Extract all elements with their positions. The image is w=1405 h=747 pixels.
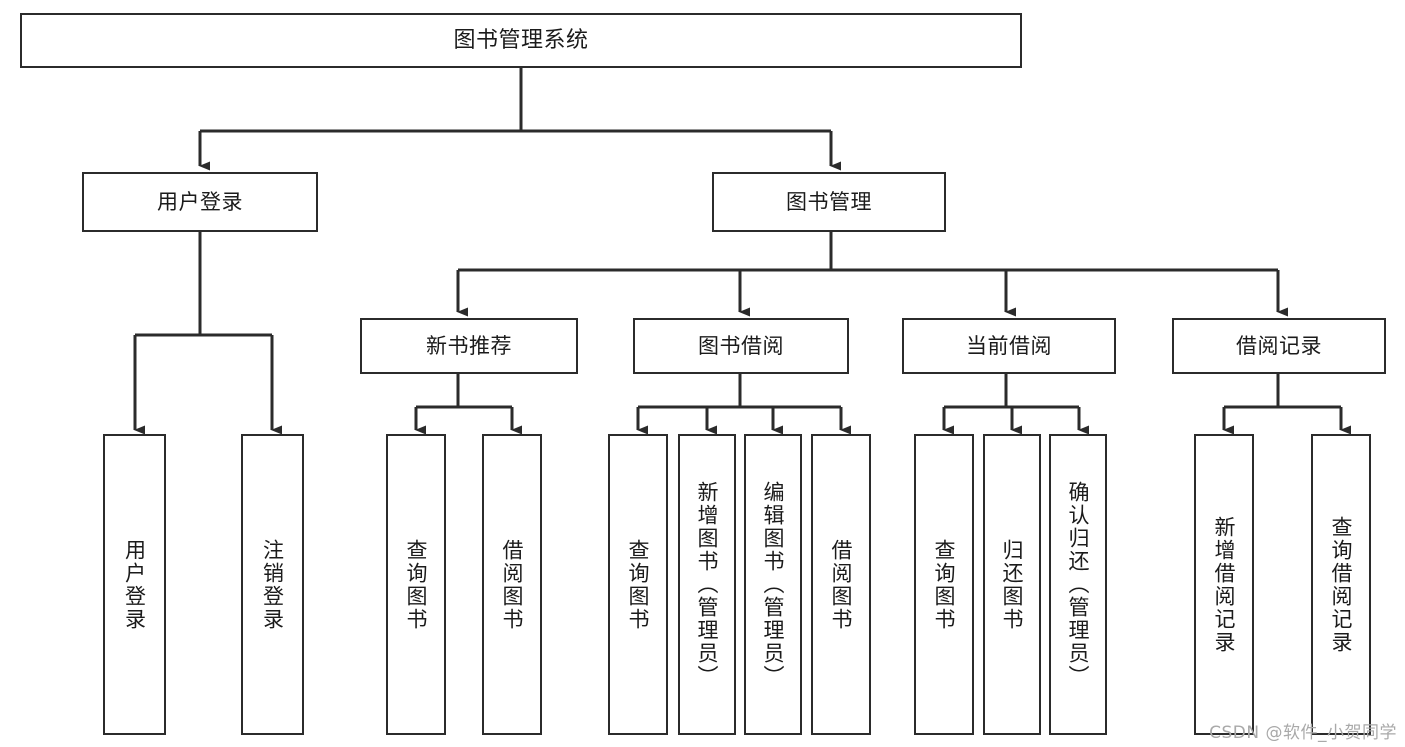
node-label: 借阅图书: [500, 538, 525, 631]
node-label: 归还图书: [1000, 538, 1025, 631]
leaf-query-book-recommend[interactable]: 查询图书: [386, 434, 446, 735]
csdn-watermark: CSDN @软件_小贺同学: [1209, 723, 1397, 743]
leaf-add-borrow-record[interactable]: 新增借阅记录: [1194, 434, 1254, 735]
node-label: 用户登录: [157, 189, 243, 214]
node-current-borrow[interactable]: 当前借阅: [902, 318, 1116, 374]
node-label: 查询借阅记录: [1329, 515, 1354, 654]
node-label: 借阅图书: [829, 538, 854, 631]
node-label: 图书管理: [786, 189, 872, 214]
node-label: 新增借阅记录: [1212, 515, 1237, 654]
node-label: 查询图书: [626, 538, 651, 631]
node-label: 当前借阅: [966, 333, 1052, 358]
leaf-return-book[interactable]: 归还图书: [983, 434, 1041, 735]
leaf-borrow-book[interactable]: 借阅图书: [811, 434, 871, 735]
leaf-query-borrow-record[interactable]: 查询借阅记录: [1311, 434, 1371, 735]
leaf-query-book-current[interactable]: 查询图书: [914, 434, 974, 735]
node-new-book-recommend[interactable]: 新书推荐: [360, 318, 578, 374]
node-borrow-record[interactable]: 借阅记录: [1172, 318, 1386, 374]
leaf-user-login[interactable]: 用户登录: [103, 434, 166, 735]
node-label: 借阅记录: [1236, 333, 1322, 358]
node-label: 用户登录: [122, 538, 147, 631]
node-label: 图书借阅: [698, 333, 784, 358]
leaf-logout-login[interactable]: 注销登录: [241, 434, 304, 735]
node-label: 图书管理系统: [453, 27, 589, 53]
node-label: 新书推荐: [426, 333, 512, 358]
node-user-login[interactable]: 用户登录: [82, 172, 318, 232]
node-label: 查询图书: [932, 538, 957, 631]
leaf-edit-book-admin[interactable]: 编辑图书（管理员）: [744, 434, 802, 735]
node-label: 注销登录: [260, 538, 285, 631]
node-label: 新增图书（管理员）: [695, 481, 720, 688]
leaf-confirm-return-admin[interactable]: 确认归还（管理员）: [1049, 434, 1107, 735]
node-book-management[interactable]: 图书管理: [712, 172, 946, 232]
node-label: 查询图书: [404, 538, 429, 631]
leaf-borrow-book-recommend[interactable]: 借阅图书: [482, 434, 542, 735]
leaf-add-book-admin[interactable]: 新增图书（管理员）: [678, 434, 736, 735]
leaf-query-book-borrow[interactable]: 查询图书: [608, 434, 668, 735]
node-label: 确认归还（管理员）: [1066, 481, 1091, 688]
node-root-book-management-system[interactable]: 图书管理系统: [20, 13, 1022, 68]
node-label: 编辑图书（管理员）: [761, 481, 786, 688]
node-book-borrow[interactable]: 图书借阅: [633, 318, 849, 374]
